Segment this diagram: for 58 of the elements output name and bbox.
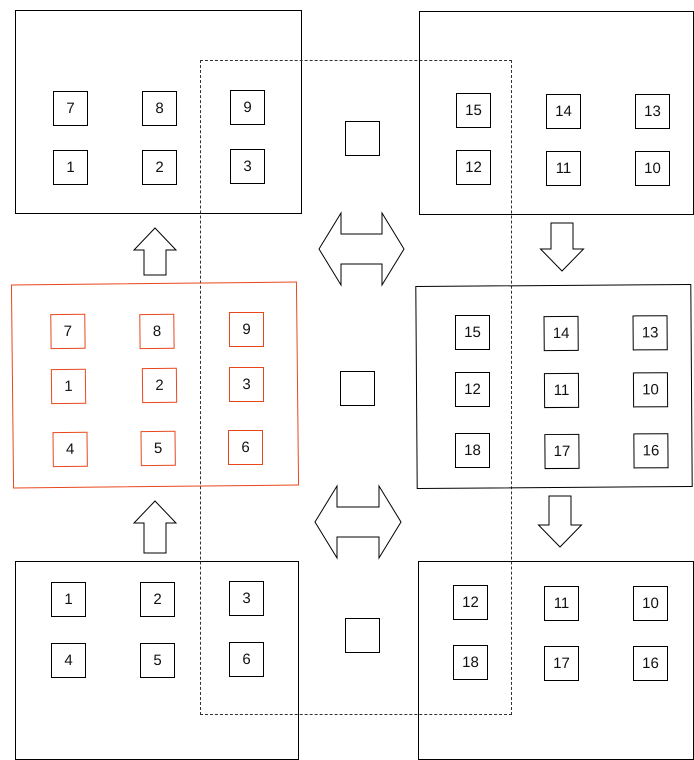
- numbered-square: 10: [635, 151, 670, 186]
- block-arrow: [132, 500, 178, 554]
- numbered-square: 15: [455, 315, 490, 350]
- numbered-square: 12: [455, 372, 490, 407]
- numbered-square: 6: [229, 642, 264, 677]
- empty-square: [340, 371, 375, 406]
- numbered-square: 1: [51, 582, 86, 617]
- panel-frame: [15, 10, 302, 214]
- numbered-square: 5: [140, 430, 176, 466]
- numbered-square: 5: [140, 643, 175, 678]
- numbered-square: 8: [142, 91, 177, 126]
- numbered-square: 7: [50, 314, 86, 350]
- numbered-square: 15: [456, 93, 491, 128]
- panel-frame: [15, 561, 299, 760]
- numbered-square: 4: [51, 643, 86, 678]
- numbered-square: 3: [229, 581, 264, 616]
- numbered-square: 9: [230, 90, 265, 125]
- block-arrow: [537, 496, 583, 548]
- numbered-square: 11: [546, 151, 581, 186]
- numbered-square: 2: [140, 582, 175, 617]
- numbered-square: 6: [228, 430, 263, 465]
- numbered-square: 11: [544, 586, 579, 621]
- double-block-arrow: [318, 211, 405, 287]
- panel-frame: [10, 282, 300, 488]
- numbered-square: 2: [142, 150, 177, 185]
- numbered-square: 16: [633, 646, 668, 681]
- numbered-square: 3: [229, 367, 264, 402]
- numbered-square: 17: [544, 646, 579, 681]
- numbered-square: 13: [632, 315, 668, 350]
- numbered-square: 12: [456, 150, 491, 185]
- numbered-square: 13: [635, 94, 670, 129]
- numbered-square: 11: [544, 372, 580, 408]
- numbered-square: 1: [50, 368, 86, 404]
- numbered-square: 4: [52, 432, 88, 468]
- numbered-square: 2: [142, 368, 178, 404]
- numbered-square: 14: [544, 316, 579, 352]
- panel-frame: [418, 561, 694, 760]
- numbered-square: 9: [229, 312, 264, 347]
- panel-frame: [415, 284, 693, 489]
- block-arrow: [132, 227, 178, 276]
- empty-square: [345, 121, 380, 156]
- numbered-square: 17: [544, 434, 580, 470]
- numbered-square: 10: [632, 372, 668, 408]
- numbered-square: 8: [139, 314, 175, 350]
- empty-square: [345, 618, 380, 653]
- double-block-arrow: [314, 484, 402, 560]
- numbered-square: 7: [53, 91, 88, 126]
- numbered-square: 12: [453, 585, 488, 620]
- numbered-square: 18: [455, 433, 490, 468]
- numbered-square: 1: [53, 150, 88, 185]
- numbered-square: 3: [230, 149, 265, 184]
- numbered-square: 14: [546, 94, 581, 129]
- panel-frame: [419, 11, 694, 215]
- block-arrow: [539, 222, 585, 272]
- numbered-square: 18: [453, 645, 488, 680]
- numbered-square: 10: [633, 586, 668, 621]
- numbered-square: 16: [633, 433, 669, 468]
- dashed-frame: [200, 60, 512, 715]
